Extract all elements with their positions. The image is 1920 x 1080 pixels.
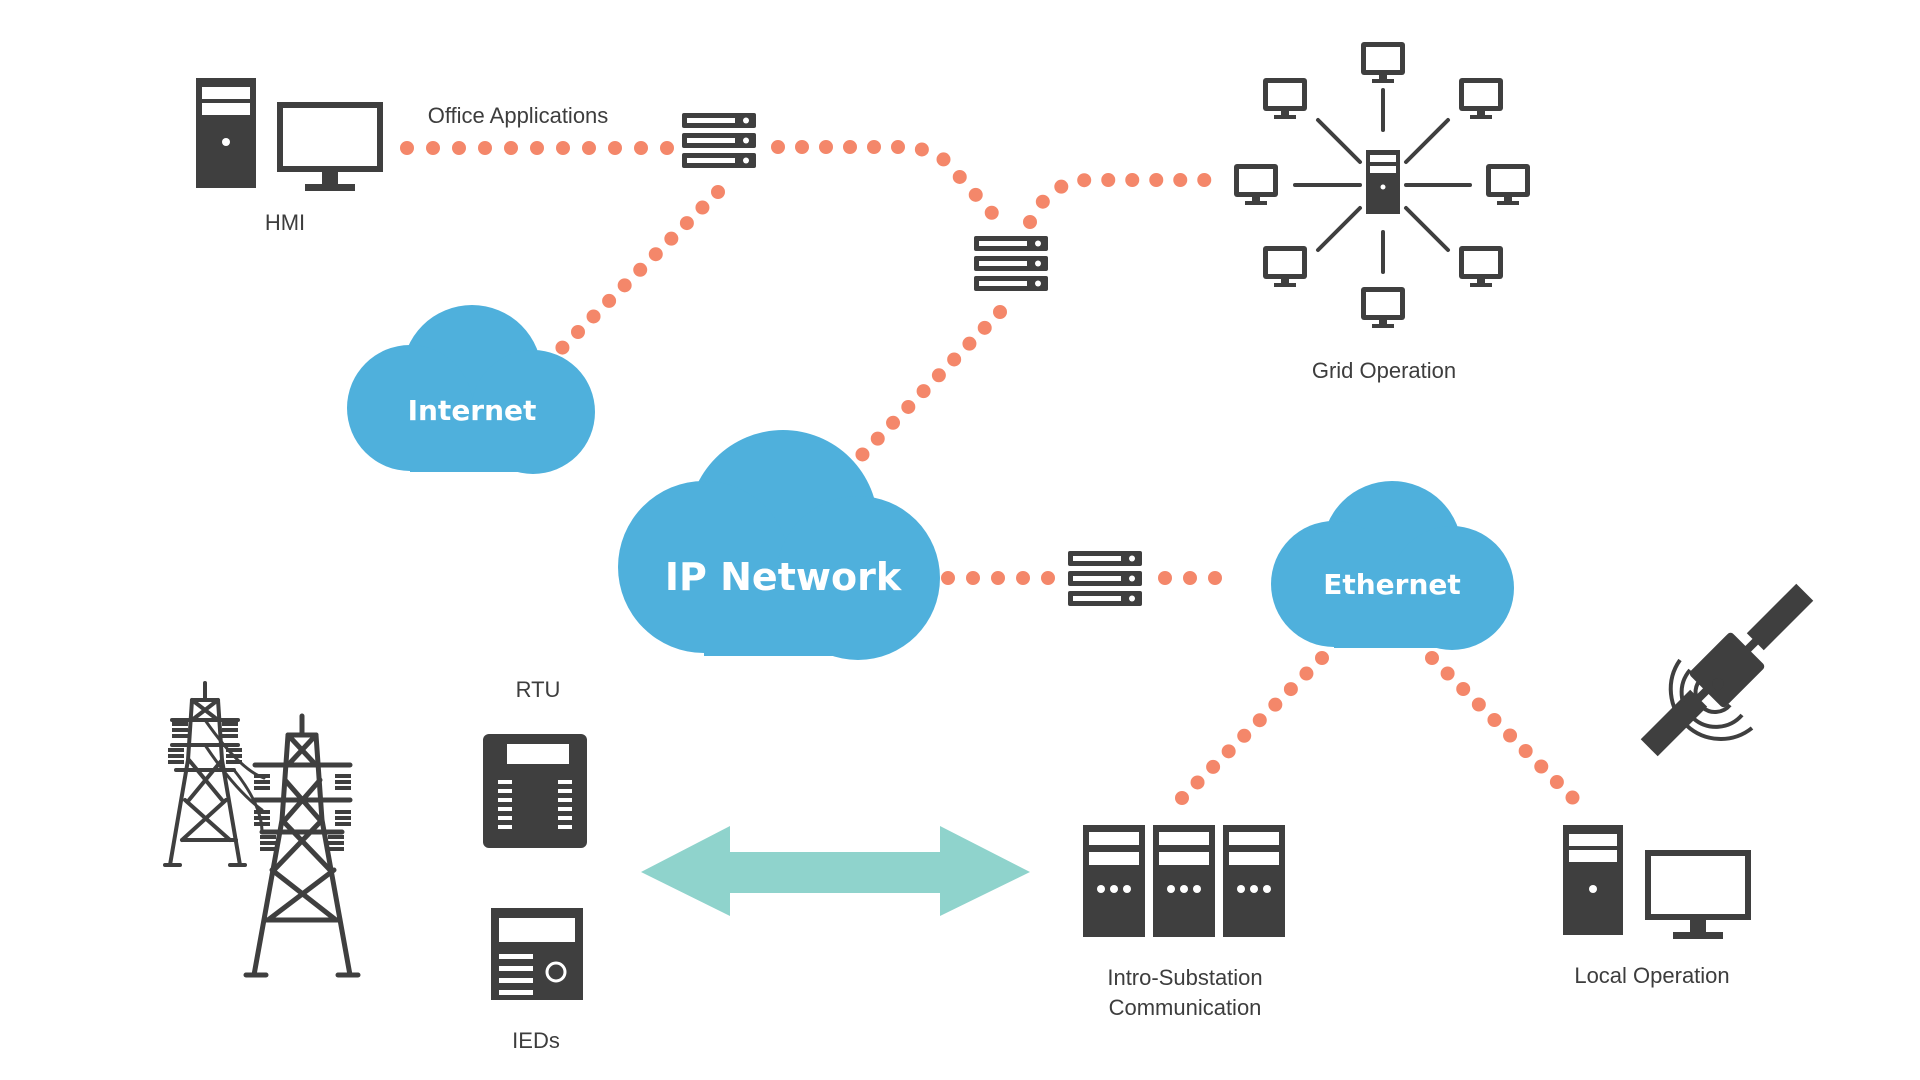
ip-network-cloud-label: IP Network — [665, 555, 902, 599]
ip-network-cloud: IP Network — [618, 430, 940, 660]
link-core-router-to-grid — [1023, 173, 1232, 229]
link-core-router-to-ip-network — [853, 305, 1007, 464]
link-office-router-to-internet — [548, 185, 725, 362]
hmi-monitor-icon — [277, 102, 383, 191]
link-ethernet-to-substation — [1173, 651, 1329, 807]
rtu-device-icon — [483, 734, 587, 848]
grid-operation-label: Grid Operation — [1312, 358, 1456, 383]
internet-cloud-label: Internet — [408, 394, 537, 427]
local-monitor-icon — [1645, 850, 1751, 939]
hmi-label: HMI — [265, 210, 305, 235]
ethernet-cloud: Ethernet — [1271, 481, 1514, 650]
ethernet-router-icon — [1068, 551, 1142, 606]
hmi-tower-icon — [196, 78, 256, 188]
internet-cloud: Internet — [347, 305, 595, 474]
local-operation-workstation: Local Operation — [1563, 825, 1751, 988]
server-cluster-icon — [1083, 825, 1285, 937]
intro-substation-label-line2: Communication — [1109, 995, 1262, 1020]
star-network-icon: Grid Operation — [1234, 42, 1530, 383]
rtu-label: RTU — [516, 677, 561, 702]
intro-substation-label-line1: Intro-Substation — [1107, 965, 1262, 990]
dotted-links — [400, 140, 1582, 807]
core-router-icon — [974, 236, 1048, 291]
office-applications-label: Office Applications — [428, 103, 609, 128]
ethernet-cloud-label: Ethernet — [1323, 568, 1461, 601]
bidirectional-arrow-icon — [641, 826, 1030, 916]
local-tower-icon — [1563, 825, 1623, 935]
hmi-workstation: HMI — [196, 78, 383, 235]
local-operation-label: Local Operation — [1574, 963, 1729, 988]
office-router-icon — [682, 113, 756, 168]
transmission-tower-icon — [163, 681, 361, 978]
link-office-router-to-core-router — [771, 140, 1007, 229]
ieds-label: IEDs — [512, 1028, 560, 1053]
ied-device-icon — [491, 908, 583, 1000]
satellite-icon — [1640, 583, 1814, 757]
link-ethernet-to-local-operation — [1425, 651, 1582, 807]
